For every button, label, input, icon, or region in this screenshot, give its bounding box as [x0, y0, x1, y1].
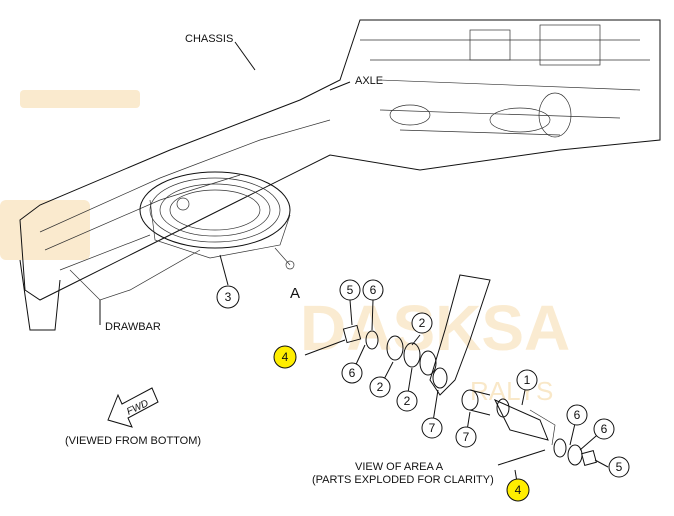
- callout-6-top: 6: [362, 279, 384, 301]
- view-area-subtitle: (PARTS EXPLODED FOR CLARITY): [312, 474, 494, 486]
- callout-7-b: 7: [455, 426, 477, 448]
- callout-5-top: 5: [339, 279, 361, 301]
- fwd-label: FWD: [125, 398, 150, 418]
- axle-label: AXLE: [355, 75, 383, 87]
- drawbar-label: DRAWBAR: [105, 321, 161, 333]
- callout-5-top-text: 5: [347, 283, 354, 297]
- callout-6-r2-text: 6: [601, 422, 608, 436]
- callout-6-top-text: 6: [370, 283, 377, 297]
- callout-5-right-text: 5: [616, 460, 623, 474]
- callout-2-b: 2: [369, 376, 391, 398]
- callout-6-r1: 6: [566, 404, 588, 426]
- callout-7-a: 7: [421, 417, 443, 439]
- callout-3-text: 3: [225, 290, 232, 304]
- callout-2-a: 2: [411, 312, 433, 334]
- watermark-text: DASKSA: [300, 292, 570, 364]
- view-area-title: VIEW OF AREA A: [355, 461, 444, 473]
- callout-4-left-text: 4: [282, 350, 289, 364]
- callout-7-a-text: 7: [429, 421, 436, 435]
- viewed-from-bottom-label: (VIEWED FROM BOTTOM): [65, 435, 201, 447]
- callout-2-b-text: 2: [377, 380, 384, 394]
- callout-6-mid: 6: [341, 362, 363, 384]
- callout-2-c: 2: [396, 390, 418, 412]
- chassis-label: CHASSIS: [185, 33, 233, 45]
- watermark-subtext: RALYS: [470, 376, 553, 406]
- callout-7-b-text: 7: [463, 430, 470, 444]
- chassis-assembly-drawing: [19, 19, 661, 331]
- callout-2-c-text: 2: [404, 394, 411, 408]
- callout-4-bottom: 4: [506, 478, 530, 502]
- fwd-arrow-icon: FWD: [107, 387, 159, 428]
- callout-1: 1: [516, 369, 538, 391]
- callout-6-mid-text: 6: [349, 366, 356, 380]
- callout-4-bottom-text: 4: [515, 483, 522, 497]
- callout-4-left: 4: [273, 345, 297, 369]
- callout-6-r2: 6: [593, 418, 615, 440]
- callout-3: 3: [216, 285, 240, 309]
- area-a-label: A: [290, 285, 300, 302]
- callout-1-text: 1: [524, 373, 531, 387]
- callout-2-a-text: 2: [419, 316, 426, 330]
- bolt-left: [304, 339, 346, 356]
- watermark: DASKSA RALYS: [0, 90, 570, 406]
- callout-5-right: 5: [608, 456, 630, 478]
- callout-6-r1-text: 6: [574, 408, 581, 422]
